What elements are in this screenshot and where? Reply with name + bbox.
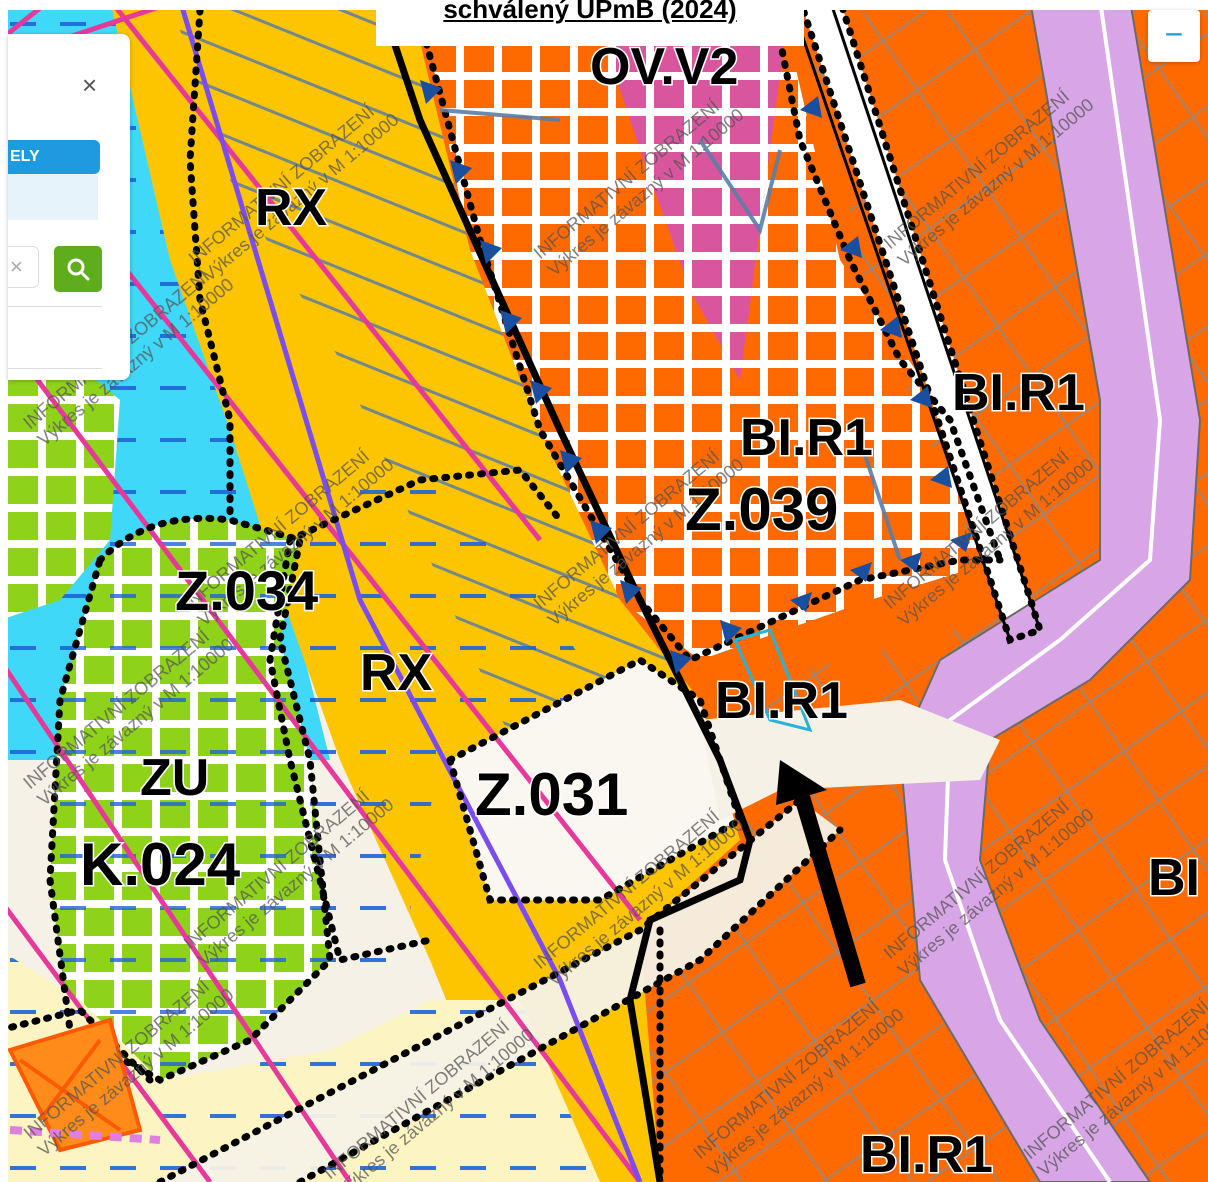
label-bi-r1-lower: BI.R1: [715, 672, 848, 730]
label-bi-r1-right: BI.R1: [952, 364, 1085, 422]
map-title: schválený ÚPmB (2024): [443, 0, 737, 24]
label-bi-r1-bottom: BI.R1: [860, 1126, 993, 1182]
panel-tab-layers[interactable]: ELY: [8, 140, 100, 174]
label-ov-v2: OV.V2: [590, 38, 738, 96]
zoom-out-button[interactable]: −: [1148, 10, 1200, 62]
layer-panel: × ELY ×: [8, 34, 130, 380]
close-icon[interactable]: ×: [82, 70, 98, 100]
label-zu: ZU: [140, 749, 209, 807]
panel-divider: [8, 368, 102, 369]
highlighted-parcel[interactable]: [732, 628, 813, 733]
panel-tab-content: [8, 174, 98, 220]
label-bi-r1-center: BI.R1: [740, 409, 873, 467]
label-bi-edge: BI: [1148, 849, 1200, 907]
pointer-arrow-icon: [776, 760, 866, 988]
white-zone-z031: [450, 660, 740, 900]
label-rx-mid: RX: [360, 644, 433, 702]
lavender-road: [898, 10, 1202, 1182]
search-button[interactable]: [54, 246, 102, 292]
label-z031: Z.031: [475, 761, 628, 828]
panel-divider: [8, 306, 102, 307]
label-z039: Z.039: [685, 476, 838, 543]
clear-search-icon[interactable]: ×: [10, 254, 23, 279]
search-icon: [67, 258, 90, 281]
label-rx-top: RX: [255, 179, 328, 237]
label-z034: Z.034: [175, 559, 318, 622]
label-k024: K.024: [80, 831, 241, 898]
map-title-banner: schválený ÚPmB (2024): [376, 0, 804, 46]
search-input[interactable]: [8, 246, 39, 288]
regulation-boundary-markers: [420, 80, 972, 674]
